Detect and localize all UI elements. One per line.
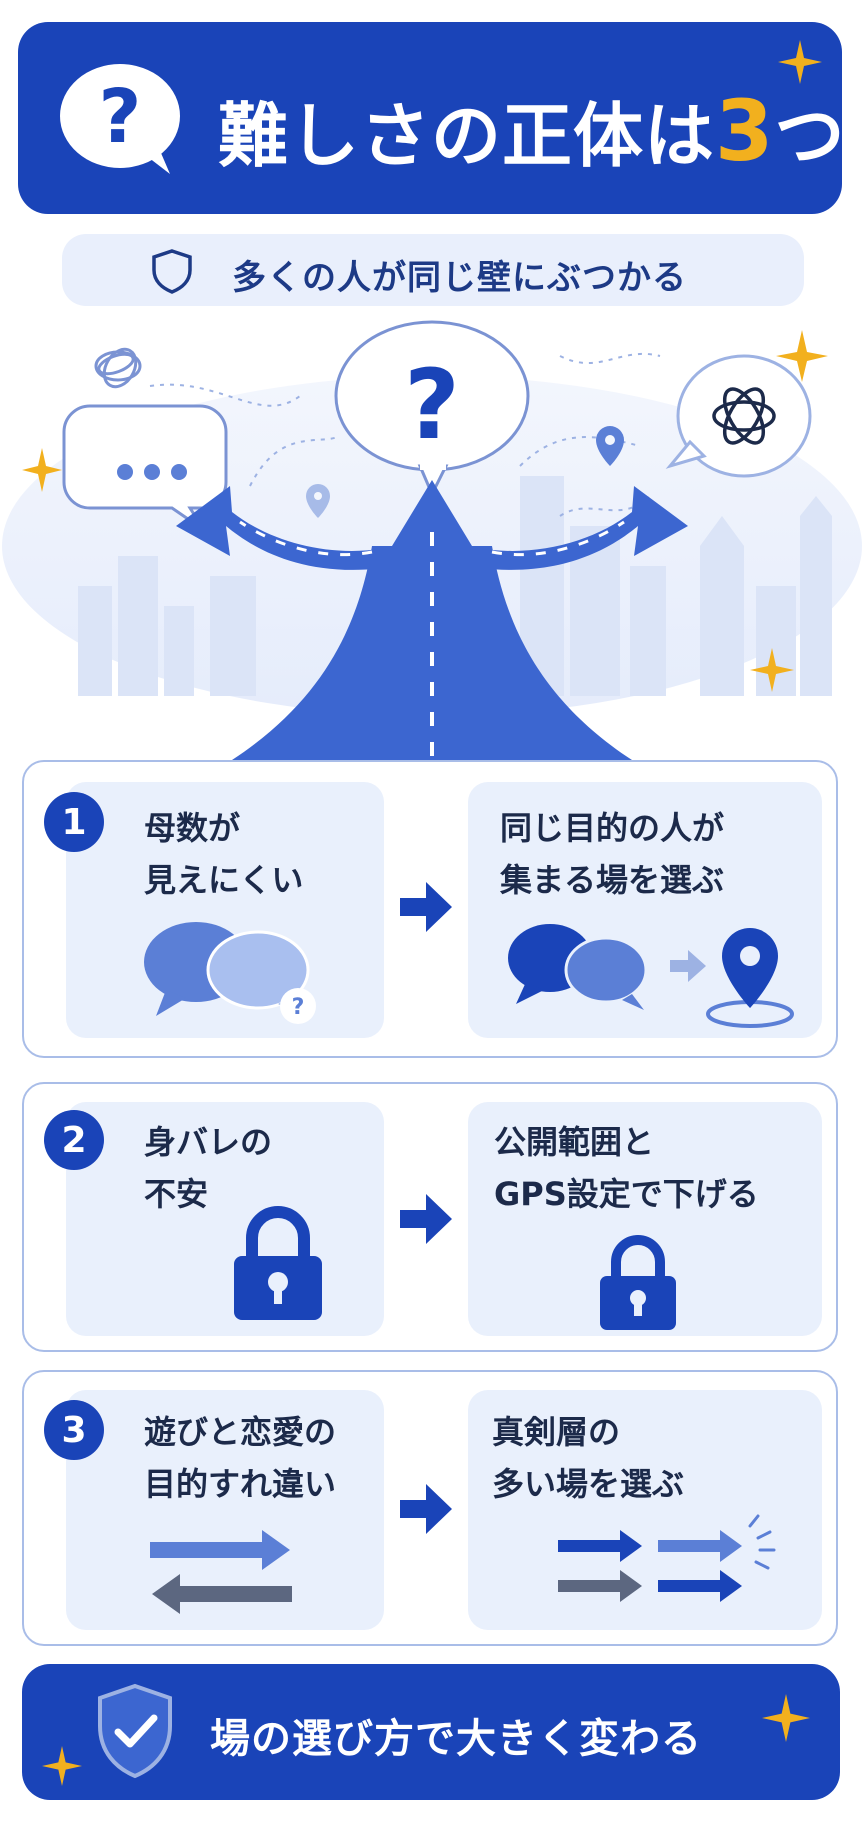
subtitle-banner: 多くの人が同じ壁にぶつかる — [62, 234, 804, 306]
solution-panel: 真剣層の 多い場を選ぶ — [468, 1390, 822, 1630]
opposite-arrows-icon — [150, 1530, 292, 1614]
road-fork — [176, 480, 688, 760]
city-skyline — [78, 476, 832, 696]
shield-check-icon — [98, 1683, 172, 1779]
solution-panel: 同じ目的の人が 集まる場を選ぶ — [468, 782, 822, 1038]
chat-to-location-icon — [508, 924, 794, 1028]
solution-text-line2: 多い場を選ぶ — [492, 1465, 685, 1503]
footer-text: 場の選び方で大きく変わる — [210, 1716, 702, 1762]
solution-text-line1: 同じ目的の人が — [500, 809, 725, 847]
solution-text-line2: GPS設定で下げる — [494, 1175, 759, 1213]
confusion-bubble-icon — [665, 354, 812, 478]
sparkle-icon — [776, 330, 828, 382]
problem-text-line2: 目的すれ違い — [144, 1465, 337, 1503]
chat-dots-bubble-icon — [62, 404, 228, 532]
problem-text-line1: 身バレの — [144, 1123, 273, 1161]
lock-icon — [234, 1206, 322, 1320]
page-title: 難しさの正体は3つ — [218, 80, 845, 181]
problem-panel: 母数が 見えにくい ? — [66, 782, 384, 1038]
footer-banner: 場の選び方で大きく変わる — [22, 1664, 840, 1800]
lock-icon — [600, 1235, 676, 1330]
title-suffix: つ — [774, 95, 846, 177]
solution-text-line2: 集まる場を選ぶ — [500, 861, 725, 899]
sparkle-icon — [22, 448, 62, 492]
tangle-icon — [94, 347, 142, 389]
number-badge: 1 — [44, 792, 104, 852]
svg-text:?: ? — [292, 995, 305, 1020]
svg-text:?: ? — [404, 349, 460, 461]
problem-panel: 身バレの 不安 — [66, 1102, 384, 1336]
subtitle-text: 多くの人が同じ壁にぶつかる — [232, 258, 687, 298]
sparkle-icon — [750, 648, 794, 692]
problem-card-3: 遊びと恋愛の 目的すれ違い 3 真剣層の 多い場を選ぶ — [22, 1370, 838, 1646]
problem-text-line2: 不安 — [144, 1175, 209, 1213]
crossroads-illustration: ? — [2, 320, 862, 760]
sparkle-icon — [762, 1694, 810, 1742]
sparkle-icon — [42, 1746, 82, 1786]
solution-panel: 公開範囲と GPS設定で下げる — [468, 1102, 822, 1336]
problem-text-line1: 母数が — [144, 809, 241, 847]
location-pin-icon — [596, 426, 624, 466]
solution-text-line1: 公開範囲と — [494, 1123, 655, 1161]
arrow-right-icon — [400, 882, 452, 932]
title-number: 3 — [715, 82, 775, 180]
aligned-arrows-icon — [558, 1514, 776, 1602]
problem-text-line1: 遊びと恋愛の — [144, 1413, 337, 1451]
arrow-right-icon — [400, 1484, 452, 1534]
question-bubble-icon: ? — [60, 64, 180, 174]
problem-card-1: 母数が 見えにくい ? 1 同じ目的の人が 集まる場を選ぶ — [22, 760, 838, 1058]
number-badge: 3 — [44, 1400, 104, 1460]
question-bubble-icon: ? — [334, 320, 530, 498]
header-banner: ? 難しさの正体は3つ — [18, 22, 845, 214]
chat-bubbles-icon: ? — [144, 922, 316, 1024]
solution-text-line1: 真剣層の — [492, 1413, 621, 1451]
svg-text:?: ? — [99, 74, 142, 160]
problem-text-line2: 見えにくい — [144, 861, 304, 899]
sparkle-icon — [778, 40, 822, 84]
problem-panel: 遊びと恋愛の 目的すれ違い — [66, 1390, 384, 1630]
title-text: 難しさの正体は — [218, 95, 715, 177]
shield-icon — [152, 249, 192, 294]
arrow-right-icon — [400, 1194, 452, 1244]
problem-card-2: 身バレの 不安 2 公開範囲と GPS設定で下げる — [22, 1082, 838, 1352]
location-pin-icon — [306, 484, 330, 518]
number-badge: 2 — [44, 1110, 104, 1170]
